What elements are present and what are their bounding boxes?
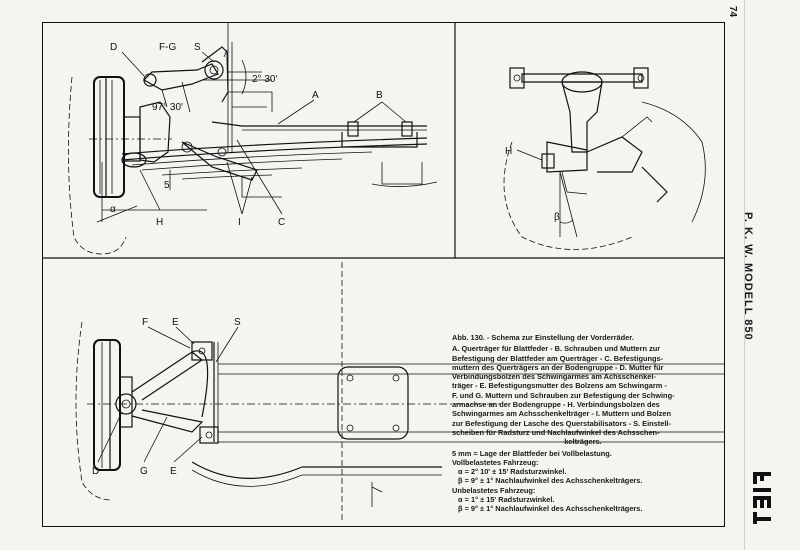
fiat-logo	[753, 472, 771, 524]
caption-line: muttern des Querträgers an der Bodengrup…	[452, 362, 664, 372]
label-b-side: B	[376, 90, 383, 101]
caption-line: A. Querträger für Blattfeder - B. Schrau…	[452, 344, 661, 354]
label-d-side: D	[110, 42, 117, 53]
label-5mm: 5	[164, 180, 170, 191]
label-angle-97-30: 97° 30'	[152, 102, 183, 113]
page-number: 74	[727, 6, 738, 18]
side-view-drawing: D F-G S 2° 30' 97° 30' A B 5 H I C α	[68, 22, 438, 255]
label-e-plan-bottom: E	[170, 466, 177, 477]
caption-line: armachse an der Bodengruppe - H. Verbind…	[452, 400, 660, 410]
label-alpha: α	[110, 204, 116, 215]
label-beta: β	[554, 212, 560, 223]
figure-frame	[42, 22, 725, 527]
loaded-alpha: α = 2° 10' ± 15' Radsturzwinkel.	[458, 467, 567, 477]
caption-line: F. und G. Muttern und Schrauben zur Befe…	[452, 390, 675, 400]
front-view-drawing: H β	[503, 67, 706, 250]
unloaded-heading: Unbelastetes Fahrzeug:	[452, 485, 536, 495]
loaded-heading: Vollbelastetes Fahrzeug:	[452, 457, 539, 467]
label-s-plan: S	[234, 317, 241, 328]
plan-view-drawing: F E S D G E	[75, 262, 725, 522]
label-i-side: I	[238, 217, 241, 228]
label-angle-2-30: 2° 30'	[252, 74, 277, 85]
label-d-plan: D	[92, 466, 99, 477]
label-c-side: C	[278, 217, 285, 228]
label-h-front: H	[505, 146, 512, 157]
caption-line: Befestigung der Blattfeder am Querträger…	[452, 353, 664, 363]
loaded-beta: β = 9° ± 1° Nachlaufwinkel des Achsschen…	[458, 476, 643, 486]
technical-drawing: D F-G S 2° 30' 97° 30' A B 5 H I C α	[42, 22, 725, 522]
caption-line: Schwingarmes am Achsschenkelträger - I. …	[452, 409, 672, 419]
caption-line: kelträgers.	[564, 437, 602, 447]
label-s-side: S	[194, 42, 201, 53]
page-fold-line	[744, 0, 745, 550]
caption-line: Verbindungsbolzen des Schwingarmes am Ac…	[452, 372, 656, 382]
label-g-plan: G	[140, 466, 148, 477]
caption-line: träger - E. Befestigungsmutter des Bolze…	[452, 381, 667, 391]
caption-line: scheiben für Radsturz und Nachlaufwinkel…	[452, 427, 660, 437]
figure-caption: Abb. 130. - Schema zur Einstellung der V…	[452, 333, 714, 514]
label-a-side: A	[312, 90, 319, 101]
load-note: 5 mm = Lage der Blattfeder bei Vollbelas…	[452, 448, 612, 458]
label-fg-side: F-G	[159, 42, 176, 53]
caption-title: Abb. 130. - Schema zur Einstellung der V…	[452, 333, 634, 342]
unloaded-beta: β = 9° ± 1° Nachlaufwinkel des Achsschen…	[458, 504, 643, 514]
label-e-plan-top: E	[172, 317, 179, 328]
label-f-plan: F	[142, 317, 148, 328]
label-h-side: H	[156, 217, 163, 228]
unloaded-alpha: α = 1° ± 15' Radsturzwinkel.	[458, 495, 555, 505]
side-title: P. K. W. MODELL 850	[742, 212, 754, 341]
caption-line: zur Befestigung der Lasche des Querstabi…	[452, 418, 671, 428]
